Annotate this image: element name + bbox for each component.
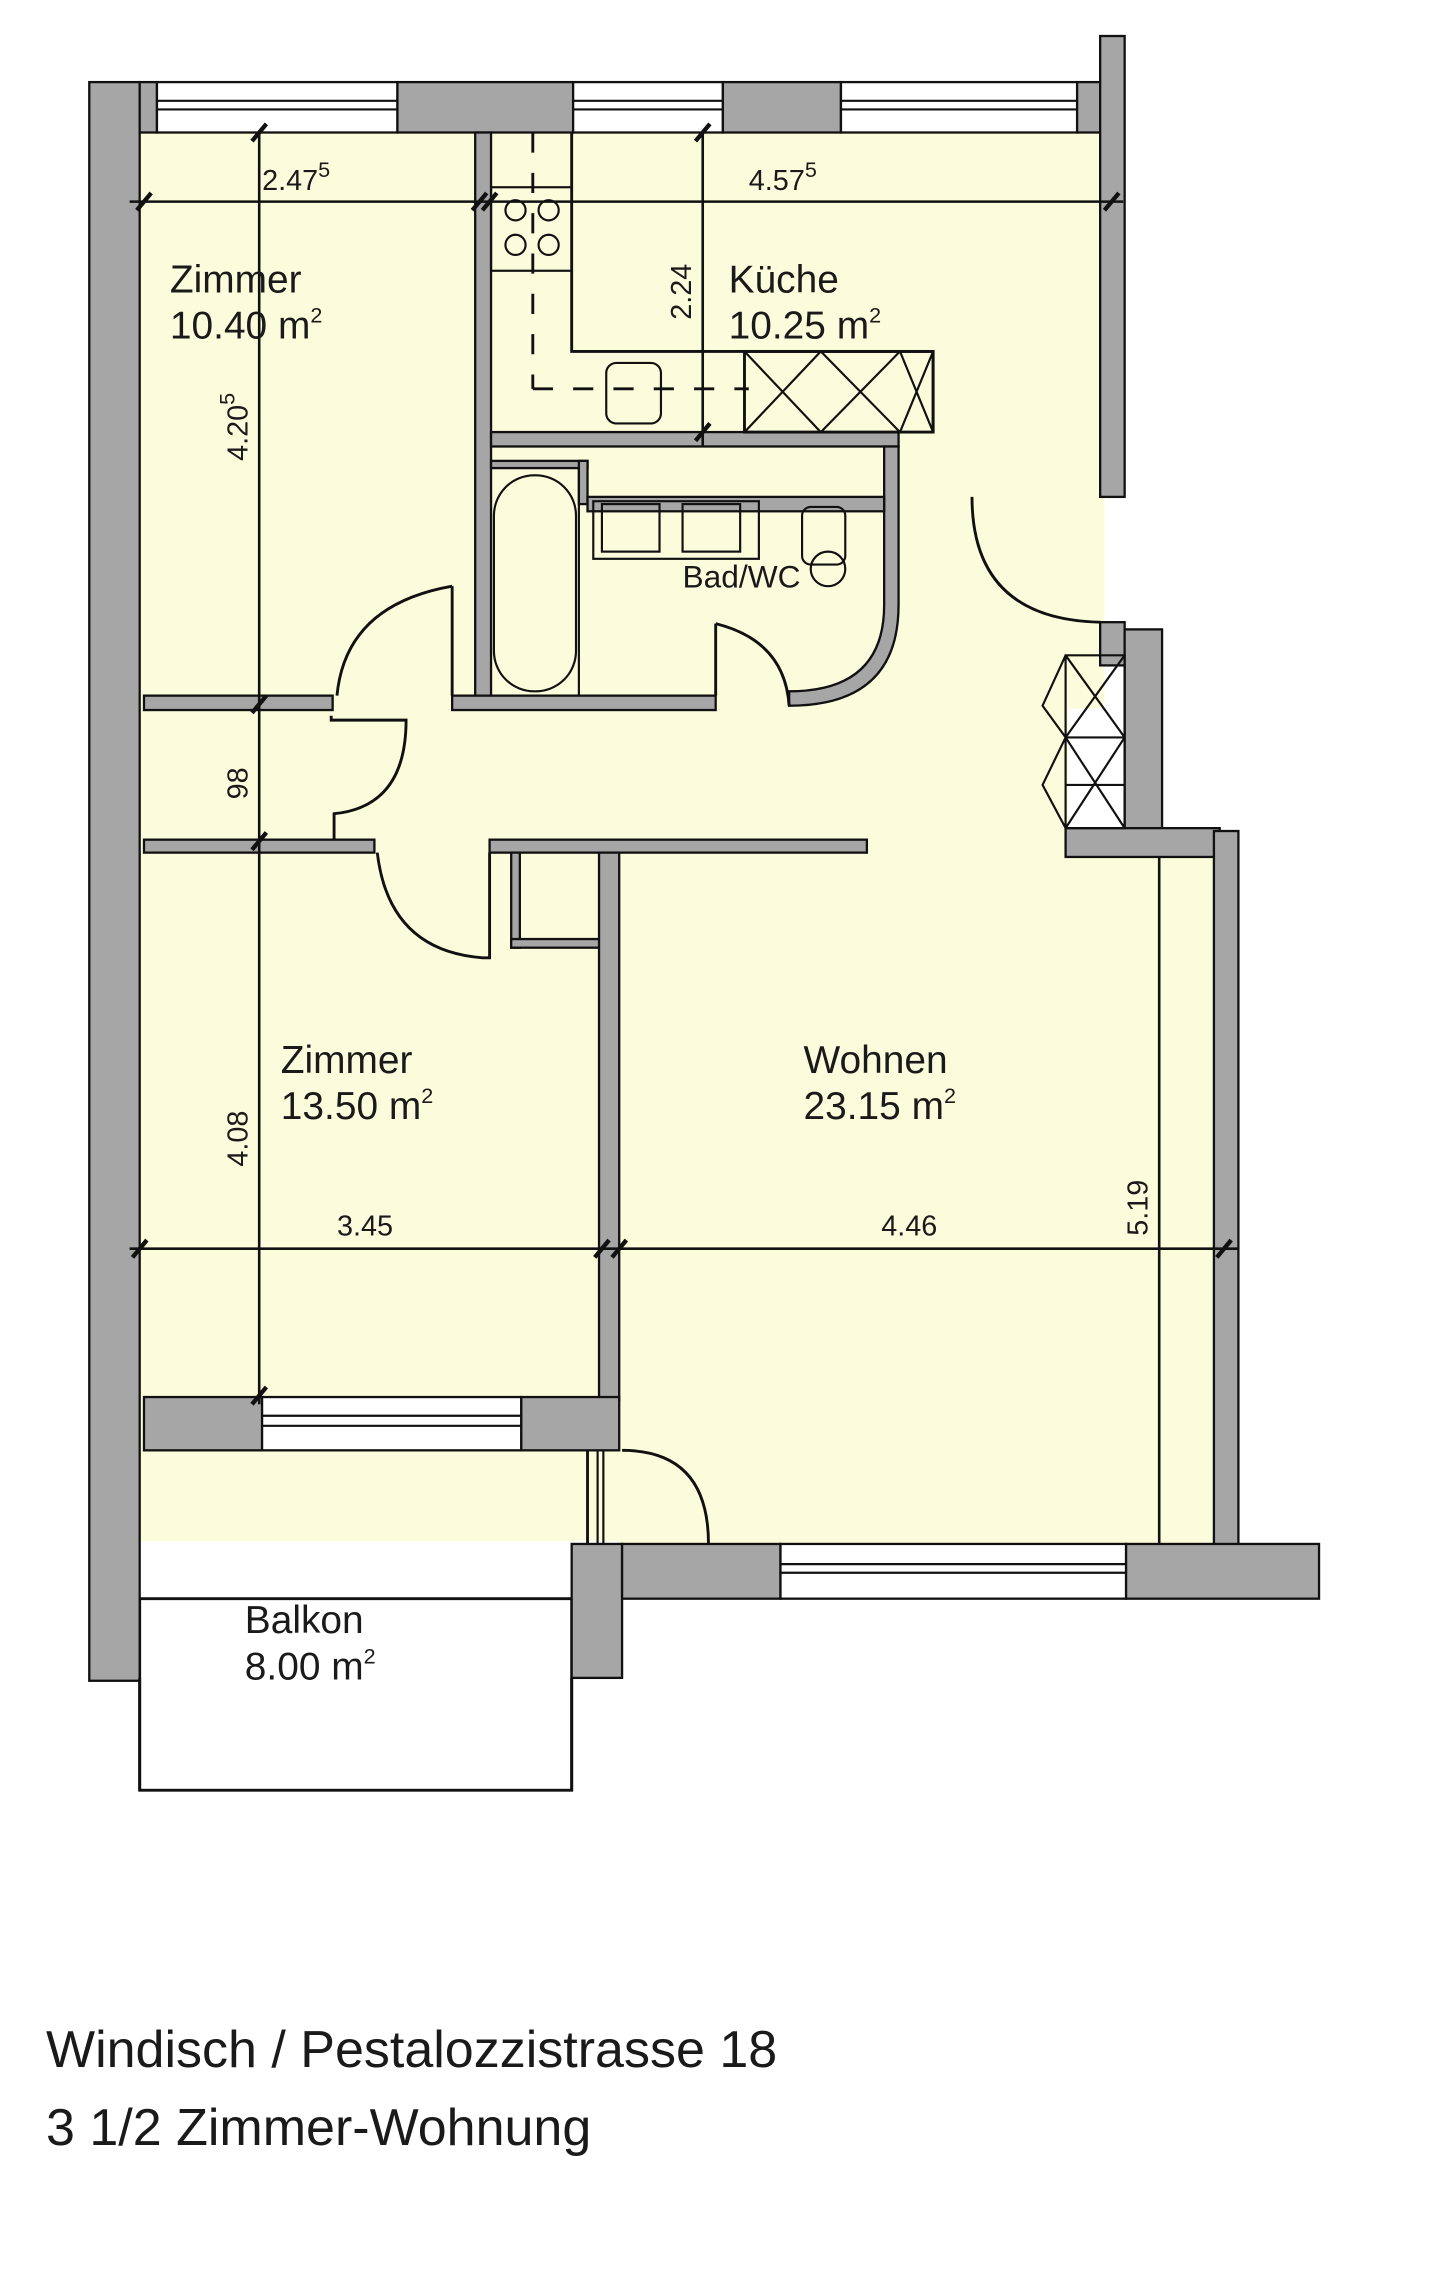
top-wall xyxy=(88,34,1126,1682)
svg-text:98: 98 xyxy=(223,767,255,799)
svg-text:3.45: 3.45 xyxy=(337,1211,393,1243)
svg-text:2.24: 2.24 xyxy=(666,264,698,320)
address-caption: Windisch / Pestalozzistrasse 18 xyxy=(46,2021,778,2079)
bath-fixtures xyxy=(492,468,847,696)
kitchen-fixtures xyxy=(489,132,935,434)
dimension-labels: 2.475 4.575 4.205 2.24 98 4.08 3.45 4.46… xyxy=(215,157,1155,1243)
room-name-balkon: Balkon xyxy=(245,1599,364,1642)
entrance-door xyxy=(970,496,1101,624)
svg-text:2.475: 2.475 xyxy=(262,157,330,197)
room-area-wohnen: 23.15 m2 xyxy=(804,1083,956,1128)
room-area-zimmer-2: 13.50 m2 xyxy=(281,1083,433,1128)
room-name-zimmer-1: Zimmer xyxy=(170,258,302,301)
room-labels: Zimmer 10.40 m2 Küche 10.25 m2 Bad/WC Zi… xyxy=(170,258,956,1688)
room-name-zimmer-2: Zimmer xyxy=(281,1039,413,1082)
room-area-kueche: 10.25 m2 xyxy=(729,303,881,348)
balcony-area xyxy=(138,1597,574,1792)
svg-text:5.19: 5.19 xyxy=(1123,1180,1155,1236)
svg-text:4.08: 4.08 xyxy=(223,1111,255,1167)
room-area-balkon: 8.00 m2 xyxy=(245,1643,376,1688)
svg-text:4.205: 4.205 xyxy=(215,393,255,461)
room-name-bad: Bad/WC xyxy=(683,559,801,595)
apartment-type-caption: 3 1/2 Zimmer-Wohnung xyxy=(46,2099,592,2157)
room-name-wohnen: Wohnen xyxy=(804,1039,948,1082)
room-name-kueche: Küche xyxy=(729,258,839,301)
doors xyxy=(329,496,1101,960)
bottom-walls xyxy=(138,1395,1321,1791)
svg-text:4.575: 4.575 xyxy=(749,157,817,197)
svg-text:4.46: 4.46 xyxy=(881,1211,937,1243)
dimension-lines xyxy=(129,122,1239,1544)
room-area-zimmer-1: 10.40 m2 xyxy=(170,303,322,348)
wardrobe xyxy=(1041,654,1126,830)
